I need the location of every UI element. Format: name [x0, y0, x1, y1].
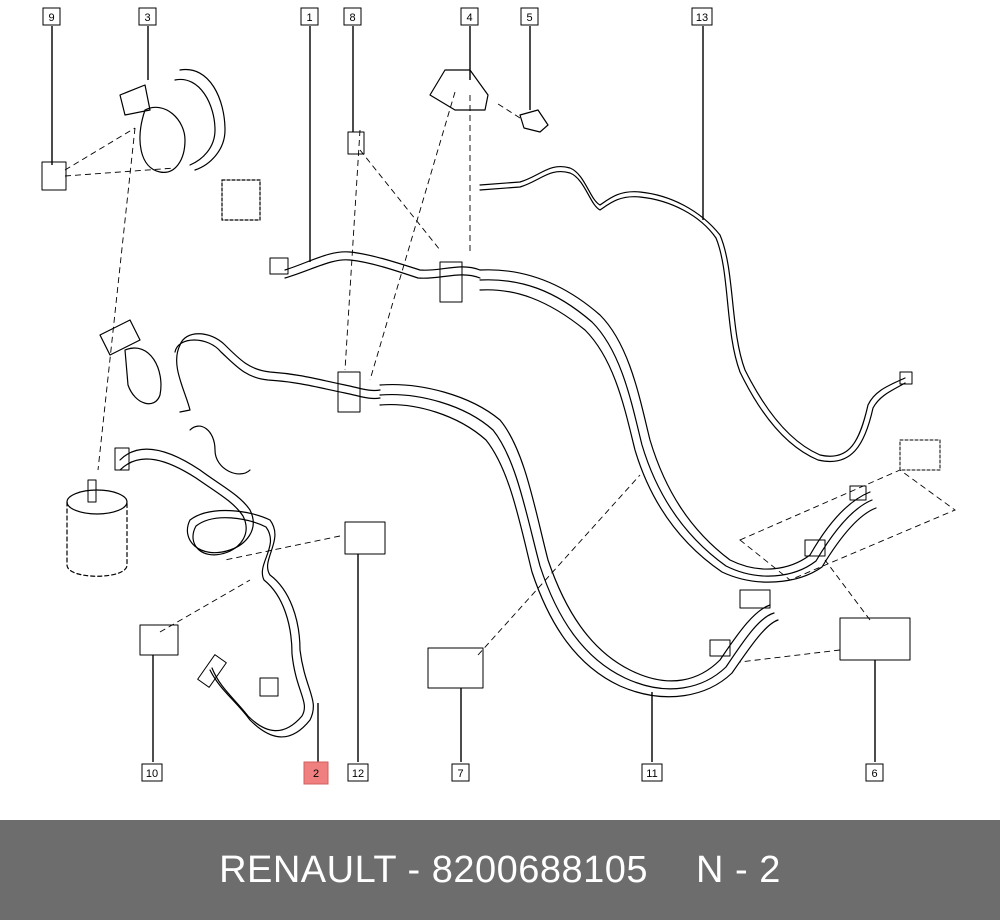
- callout-13: 13: [691, 7, 713, 26]
- svg-text:13: 13: [696, 12, 708, 24]
- callout-5: 5: [520, 7, 539, 26]
- pipe-11-lower: [379, 383, 771, 682]
- svg-text:3: 3: [144, 12, 150, 24]
- svg-text:11: 11: [646, 768, 657, 780]
- parts-diagram: 1 2 3 4 5 6 7 8 9 10 11 12: [41, 7, 956, 785]
- callout-10: 10: [141, 763, 163, 782]
- footer-banner: RENAULT - 8200688105 N - 2: [0, 820, 1000, 920]
- clip-10: [139, 624, 179, 656]
- pipe-1: [284, 251, 481, 271]
- svg-text:4: 4: [466, 12, 472, 24]
- svg-text:12: 12: [352, 768, 364, 780]
- svg-text:9: 9: [48, 12, 54, 24]
- callout-8: 8: [343, 7, 362, 26]
- svg-text:8: 8: [349, 12, 355, 24]
- clip-6: [839, 617, 911, 661]
- screw-5: [519, 109, 549, 133]
- pipe-11-upper: [479, 269, 871, 570]
- fastener-8: [347, 131, 365, 155]
- clip-7: [427, 647, 484, 689]
- svg-text:6: 6: [871, 768, 877, 780]
- callout-1: 1: [300, 7, 319, 26]
- pipe-2: [119, 448, 314, 738]
- callout-9: 9: [42, 7, 61, 26]
- callout-3: 3: [138, 7, 157, 26]
- callout-2: 2: [303, 761, 329, 785]
- callout-6: 6: [865, 763, 884, 782]
- pump-3: [139, 106, 186, 173]
- svg-text:7: 7: [457, 768, 463, 780]
- diagram-reference: N - 2: [696, 848, 781, 891]
- clip-9: [41, 161, 67, 191]
- clip-12: [344, 521, 386, 555]
- callout-4: 4: [460, 7, 479, 26]
- svg-text:10: 10: [146, 768, 158, 780]
- callout-12: 12: [347, 763, 369, 782]
- bracket-4: [429, 69, 489, 111]
- callout-11: 11: [641, 763, 663, 782]
- svg-text:2: 2: [313, 768, 319, 780]
- svg-text:1: 1: [306, 12, 312, 24]
- part-number-text: RENAULT - 8200688105: [219, 848, 649, 891]
- pipe-13: [479, 166, 906, 457]
- callout-7: 7: [451, 763, 470, 782]
- svg-text:5: 5: [526, 12, 532, 24]
